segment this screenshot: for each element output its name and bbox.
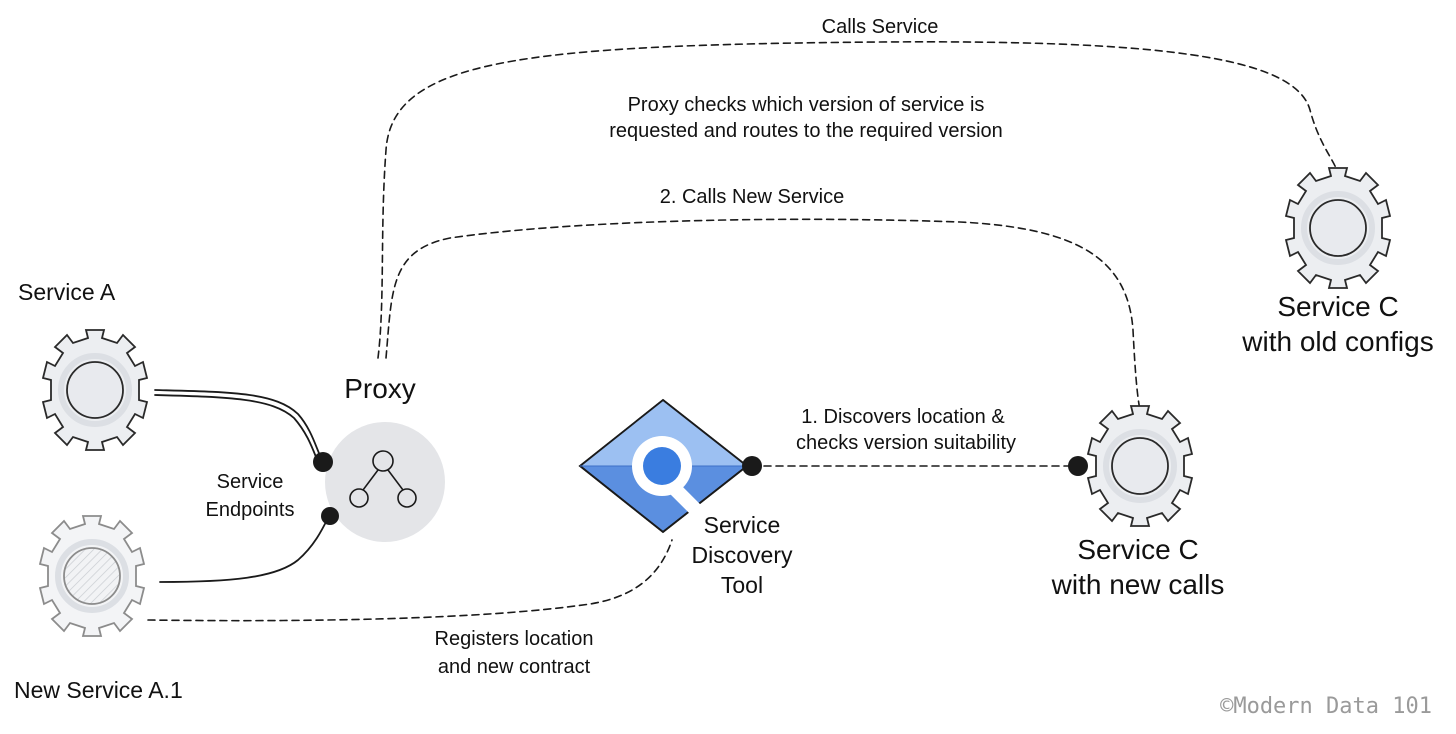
service-discovery-icon <box>578 398 749 534</box>
service-c-new-gear-icon <box>1087 405 1193 527</box>
service-a-wire <box>154 389 323 461</box>
discovers-line-1: 1. Discovers location & <box>801 406 1005 428</box>
service-c-old-gear-icon <box>1285 167 1391 289</box>
endpoint-dot-new-service <box>321 507 339 525</box>
registers-line-1: Registers location <box>435 628 594 650</box>
proxy-note-line-2: requested and routes to the required ver… <box>609 120 1003 142</box>
new-service-a1-label: New Service A.1 <box>14 677 183 703</box>
proxy-label: Proxy <box>344 373 416 404</box>
proxy-circle <box>325 422 445 542</box>
watermark: ©Modern Data 101 <box>1220 694 1432 719</box>
calls-service-label: Calls Service <box>822 16 939 38</box>
service-c-new-endpoint-dot <box>1068 456 1088 476</box>
registers-line-2: and new contract <box>438 656 591 678</box>
calls-new-service-connector <box>385 218 1141 411</box>
service-c-new-label-line-2: with new calls <box>1051 569 1225 600</box>
proxy-node <box>325 422 445 542</box>
service-endpoints-line-2: Endpoints <box>206 499 295 521</box>
service-a-label: Service A <box>18 279 116 305</box>
service-a-gear-icon <box>42 329 148 451</box>
proxy-note-line-1: Proxy checks which version of service is <box>628 94 985 116</box>
registers-connector <box>147 539 673 622</box>
service-c-old-label-line-2: with old configs <box>1241 326 1433 357</box>
new-service-a1-gear-icon <box>39 515 145 637</box>
endpoint-dot-service-a <box>313 452 333 472</box>
service-c-old-label-line-1: Service C <box>1277 291 1398 322</box>
service-c-new-label-line-1: Service C <box>1077 534 1198 565</box>
new-service-a1-wire <box>159 517 329 583</box>
service-a-wire-2 <box>154 394 319 463</box>
discovery-label-line-1: Service <box>704 512 781 538</box>
calls-service-connector <box>377 41 1337 359</box>
discovery-endpoint-dot <box>742 456 762 476</box>
discovery-label-line-2: Discovery <box>692 542 793 568</box>
service-endpoints-line-1: Service <box>217 471 284 493</box>
calls-new-service-label: 2. Calls New Service <box>660 186 845 208</box>
proxy-network-icon <box>349 450 417 508</box>
discovery-label-line-3: Tool <box>721 572 763 598</box>
discovers-line-2: checks version suitability <box>796 432 1016 454</box>
